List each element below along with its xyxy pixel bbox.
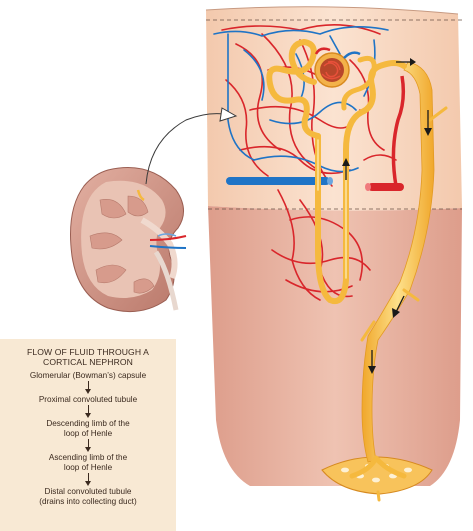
flow-step-ascending-limb: Ascending limb of the loop of Henle <box>4 453 172 473</box>
loop-of-henle <box>315 60 407 304</box>
flow-step-distal-tubule: Distal convoluted tubule (drains into co… <box>4 487 172 507</box>
renal-papilla <box>321 456 433 502</box>
flow-step-label: loop of Henle <box>63 463 113 472</box>
flow-step-label: loop of Henle <box>63 429 113 438</box>
flow-step-label: (drains into collecting duct) <box>39 497 137 506</box>
renal-cortex <box>205 6 462 211</box>
flow-step-glomerular-capsule: Glomerular (Bowman’s) capsule <box>4 371 172 381</box>
flow-arrow-top <box>396 58 416 66</box>
interlobular-vein <box>226 177 330 185</box>
flow-summary-panel: FLOW OF FLUID THROUGH A CORTICAL NEPHRON… <box>0 339 176 531</box>
flow-step-label: Distal convoluted tubule <box>44 487 132 496</box>
flow-step-proximal-tubule: Proximal convoluted tubule <box>4 395 172 405</box>
renal-medulla <box>208 206 462 486</box>
flow-arrow-loop-up <box>342 158 350 180</box>
flow-panel-title: FLOW OF FLUID THROUGH A CORTICAL NEPHRON <box>4 347 172 367</box>
venous-network <box>213 26 389 173</box>
down-arrow-icon <box>83 381 93 395</box>
flow-arrows <box>342 58 432 374</box>
flow-step-descending-limb: Descending limb of the loop of Henle <box>4 419 172 439</box>
distal-convoluted-tubule <box>341 55 377 111</box>
glomerulus <box>314 47 361 88</box>
flow-title-line-1: FLOW OF FLUID THROUGH A <box>27 347 149 357</box>
collecting-duct <box>349 61 448 479</box>
interlobular-artery <box>368 183 404 191</box>
down-arrow-icon <box>83 473 93 487</box>
flow-step-label: Descending limb of the <box>46 419 130 428</box>
flow-step-label: Proximal convoluted tubule <box>38 395 138 404</box>
down-arrow-icon <box>83 405 93 419</box>
down-arrow-icon <box>83 439 93 453</box>
flow-arrow-duct-1 <box>424 110 432 136</box>
kidney-cross-section <box>70 167 187 313</box>
efferent-artery-branch <box>391 75 406 187</box>
flow-step-label: Ascending limb of the <box>48 453 128 462</box>
flow-arrow-duct-3 <box>368 350 376 374</box>
magnify-pointer-arrow <box>145 107 238 185</box>
flow-step-label: Glomerular (Bowman’s) capsule <box>29 371 147 380</box>
flow-arrow-duct-2 <box>392 295 405 318</box>
flow-title-line-2: CORTICAL NEPHRON <box>43 357 133 367</box>
